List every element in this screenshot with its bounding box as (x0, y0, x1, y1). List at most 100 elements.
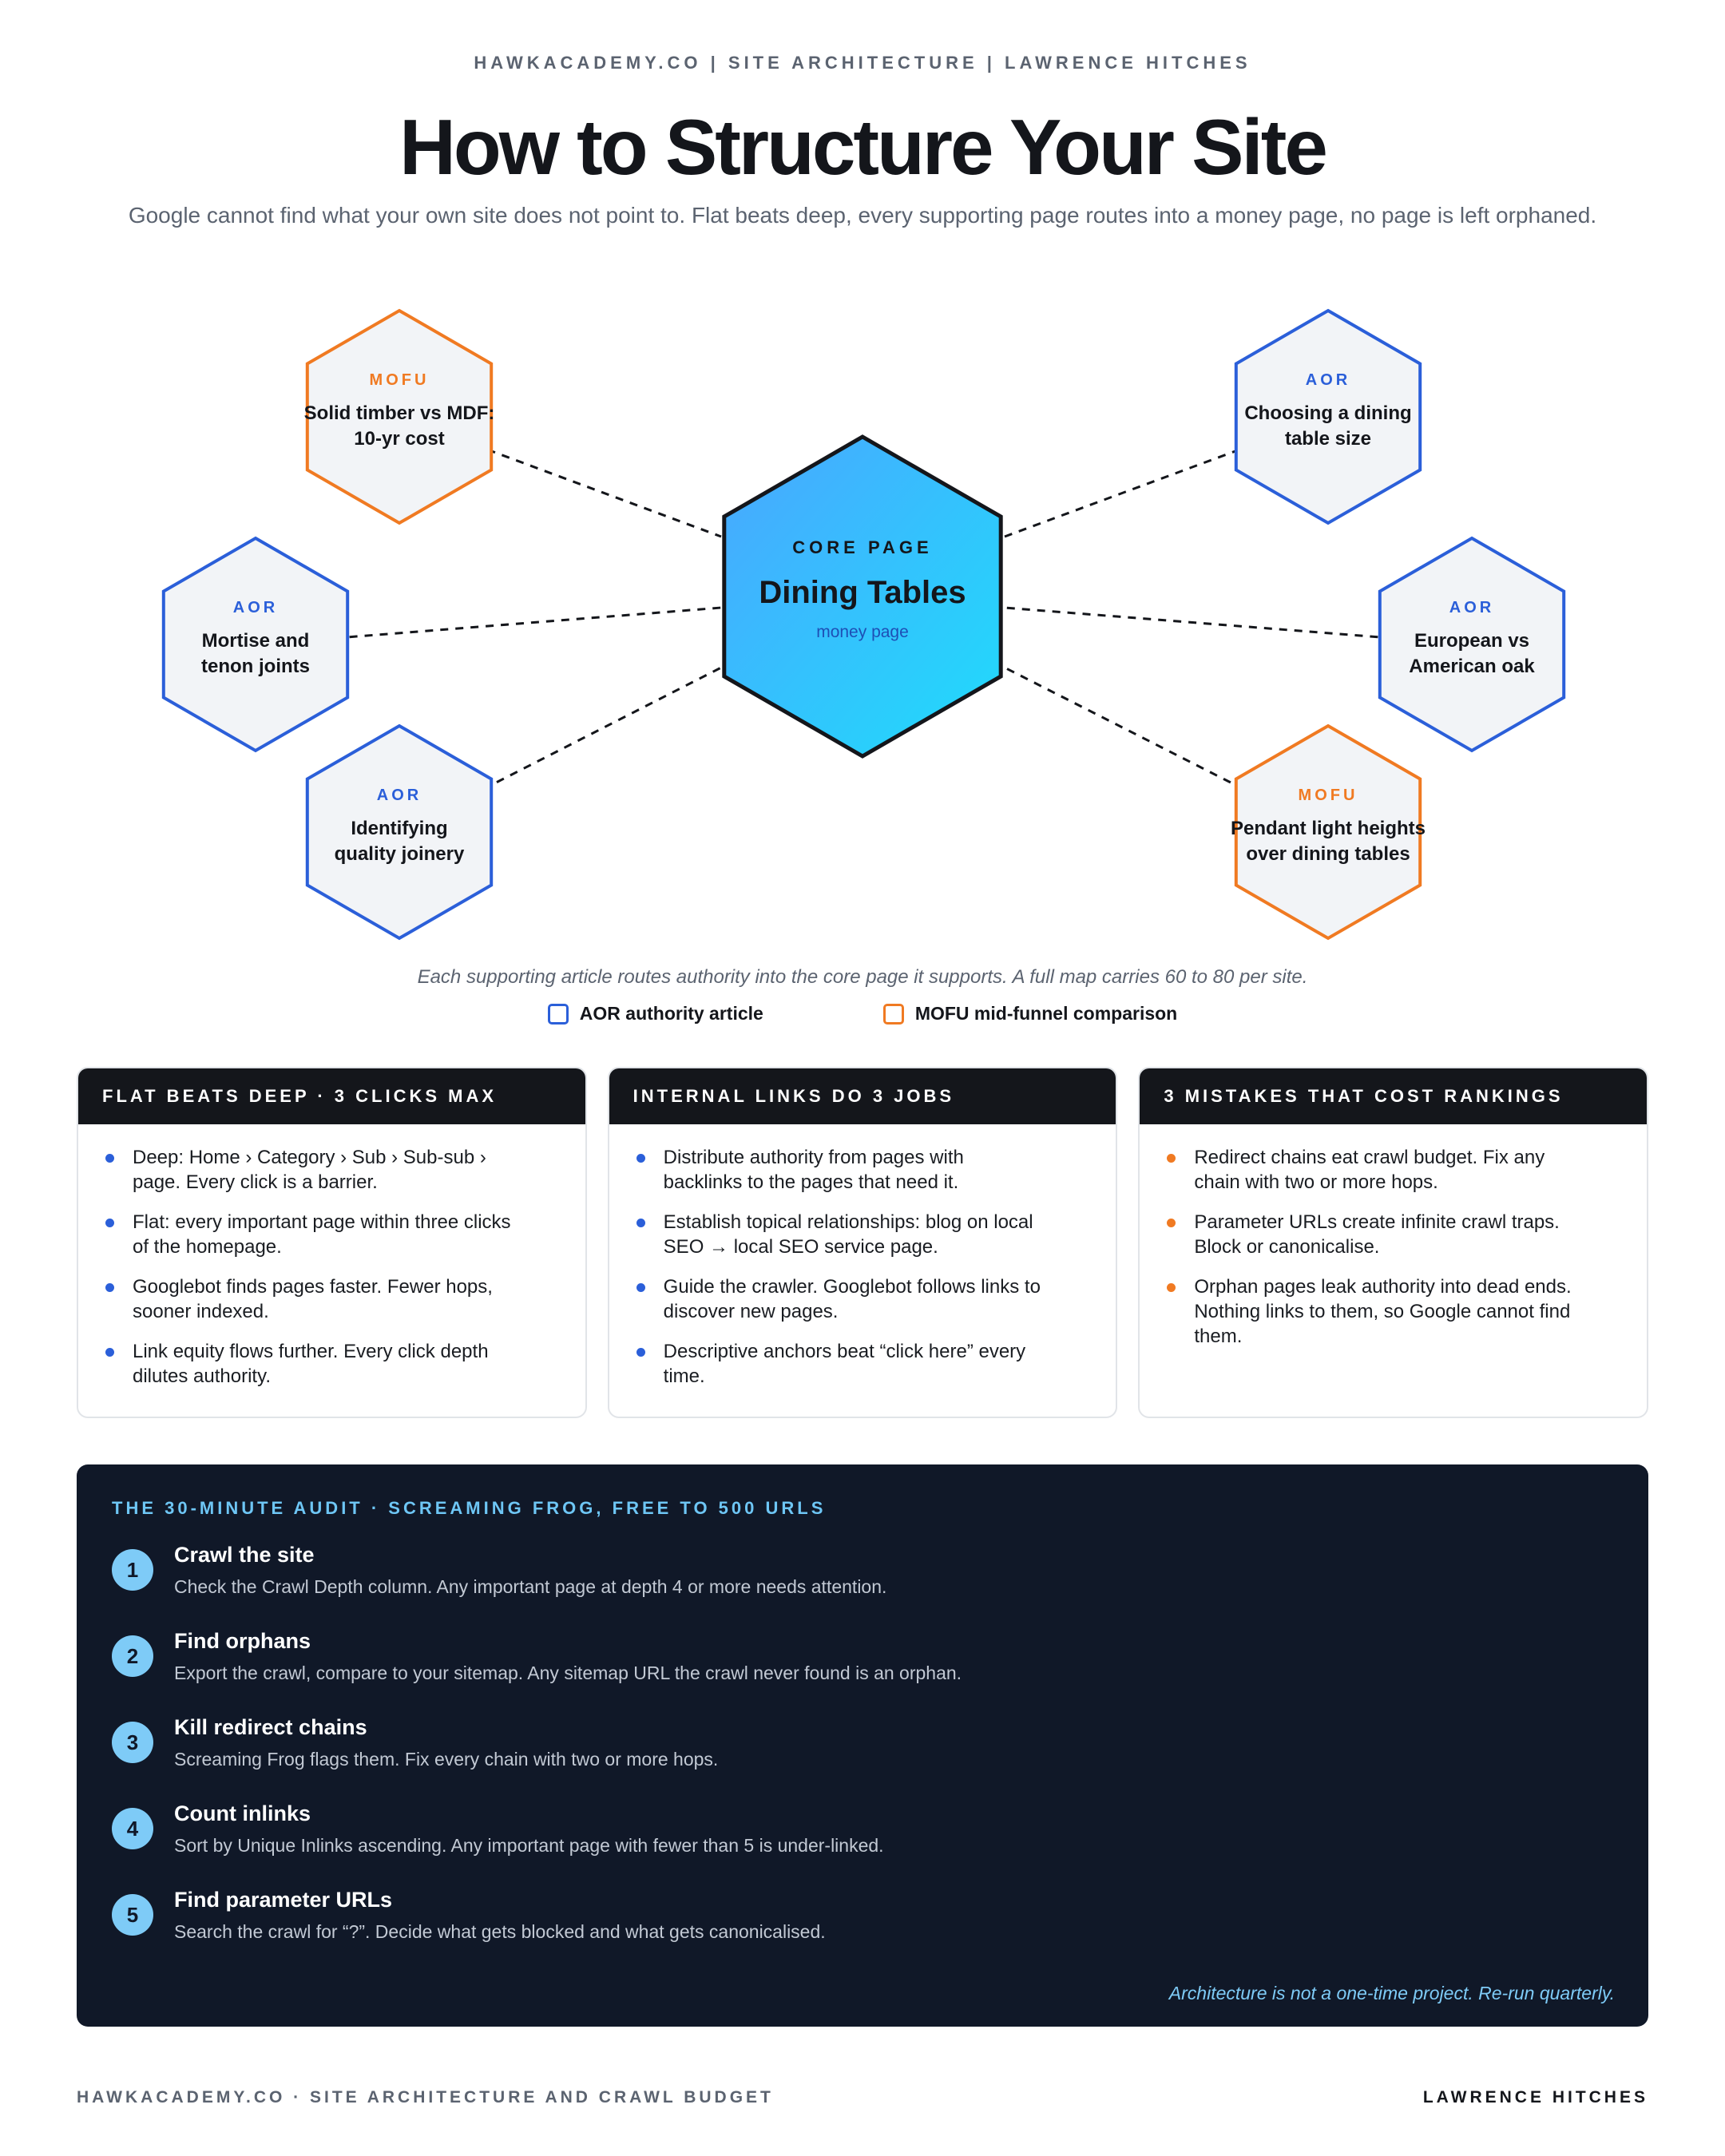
list-item: Establish topical relationships: blog on… (636, 1210, 1092, 1259)
core-node: CORE PAGE Dining Tables money page (722, 434, 1003, 759)
card-title: INTERNAL LINKS DO 3 JOBS (609, 1068, 1116, 1124)
node-label: European vs (1414, 630, 1529, 652)
node-label: Solid timber vs MDF: (304, 402, 495, 424)
node-tag: MOFU (1299, 787, 1358, 804)
card-list: Deep: Home › Category › Sub › Sub-sub › … (78, 1124, 585, 1389)
card-list: Distribute authority from pages with bac… (609, 1124, 1116, 1389)
list-item: Googlebot finds pages faster. Fewer hops… (105, 1274, 561, 1324)
diagram-caption: Each supporting article routes authority… (417, 966, 1308, 988)
page-subtitle: Google cannot find what your own site do… (128, 203, 1597, 228)
list-item: Guide the crawler. Googlebot follows lin… (636, 1274, 1092, 1324)
footer-author: LAWRENCE HITCHES (1422, 2088, 1648, 2106)
list-item: Distribute authority from pages with bac… (636, 1145, 1092, 1195)
legend-mofu: MOFU mid-funnel comparison (882, 1003, 1178, 1024)
legend-mofu-label: MOFU mid-funnel comparison (914, 1003, 1178, 1024)
spoke-node-aor: AOR Mortise and tenon joints (161, 536, 350, 753)
node-hexagon (1234, 723, 1422, 941)
node-tag: MOFU (370, 371, 430, 389)
card-list: Redirect chains eat crawl budget. Fix an… (1140, 1124, 1647, 1349)
node-label: over dining tables (1246, 843, 1410, 865)
step-title: Find parameter URLs (174, 1888, 393, 1912)
info-card: FLAT BEATS DEEP · 3 CLICKS MAX Deep: Home… (77, 1067, 587, 1418)
connector-lines (349, 448, 1378, 791)
node-tag: AOR (1449, 599, 1494, 616)
node-tag: AOR (1306, 371, 1350, 389)
step-title: Kill redirect chains (174, 1715, 367, 1739)
connector-line (1004, 666, 1245, 791)
list-item: Link equity flows further. Every click d… (105, 1339, 561, 1389)
step-description: Screaming Frog flags them. Fix every cha… (174, 1749, 719, 1770)
node-label: quality joinery (335, 843, 465, 865)
connector-line (482, 666, 722, 791)
top-byline: HAWKACADEMY.CO | SITE ARCHITECTURE | LAW… (474, 53, 1251, 73)
node-label: Choosing a dining (1244, 402, 1411, 424)
legend-aor: AOR authority article (547, 1003, 763, 1024)
list-item: Redirect chains eat crawl budget. Fix an… (1167, 1145, 1623, 1195)
node-hexagon (1234, 308, 1422, 525)
step-number: 1 (112, 1549, 153, 1591)
legend-mofu-swatch (882, 1003, 904, 1024)
audit-footnote: Architecture is not a one-time project. … (1168, 1983, 1615, 2003)
step-title: Crawl the site (174, 1543, 315, 1567)
core-title: Dining Tables (759, 575, 966, 610)
node-label: table size (1285, 428, 1371, 450)
node-label: tenon joints (201, 656, 310, 677)
node-hexagon (305, 308, 494, 525)
node-label: 10-yr cost (354, 428, 444, 450)
node-hexagon (1378, 536, 1566, 753)
step-number: 2 (112, 1635, 153, 1677)
connector-line (349, 606, 722, 639)
legend-aor-label: AOR authority article (579, 1003, 763, 1024)
node-hexagon (305, 723, 494, 941)
step-description: Check the Crawl Depth column. Any import… (174, 1576, 887, 1597)
list-item: Parameter URLs create infinite crawl tra… (1167, 1210, 1623, 1259)
info-cards: FLAT BEATS DEEP · 3 CLICKS MAX Deep: Home… (77, 1067, 1649, 1418)
connector-line (487, 448, 722, 538)
core-hexagon (722, 434, 1003, 759)
node-tag: AOR (233, 599, 278, 616)
spoke-node-mofu: MOFU Solid timber vs MDF: 10-yr cost (304, 308, 495, 525)
connector-line (1004, 606, 1378, 639)
step-description: Search the crawl for “?”. Decide what ge… (174, 1921, 826, 1942)
diagram-legend: AOR authority article MOFU mid-funnel co… (0, 1003, 1725, 1024)
step-description: Sort by Unique Inlinks ascending. Any im… (174, 1835, 884, 1856)
node-label: Pendant light heights (1231, 818, 1426, 839)
step-title: Count inlinks (174, 1801, 311, 1825)
card-title: FLAT BEATS DEEP · 3 CLICKS MAX (78, 1068, 585, 1124)
step-title: Find orphans (174, 1629, 311, 1653)
spoke-node-aor: AOR Choosing a dining table size (1234, 308, 1422, 525)
list-item: Descriptive anchors beat “click here” ev… (636, 1339, 1092, 1389)
audit-title: THE 30-MINUTE AUDIT · SCREAMING FROG, FR… (112, 1498, 827, 1518)
connector-line (1004, 448, 1240, 538)
spoke-node-aor: AOR Identifying quality joinery (305, 723, 494, 941)
legend-aor-swatch (547, 1003, 569, 1024)
spoke-node-aor: AOR European vs American oak (1378, 536, 1566, 753)
card-title: 3 MISTAKES THAT COST RANKINGS (1140, 1068, 1648, 1124)
info-card: INTERNAL LINKS DO 3 JOBS Distribute autho… (607, 1067, 1118, 1418)
node-label: Identifying (351, 818, 447, 839)
info-card: 3 MISTAKES THAT COST RANKINGS Redirect ch… (1138, 1067, 1649, 1418)
list-item: Deep: Home › Category › Sub › Sub-sub › … (105, 1145, 561, 1195)
step-number: 4 (112, 1808, 153, 1849)
audit-panel: THE 30-MINUTE AUDIT · SCREAMING FROG, FR… (77, 1464, 1648, 2027)
spoke-node-mofu: MOFU Pendant light heights over dining tab… (1231, 723, 1426, 941)
step-number: 5 (112, 1894, 153, 1936)
step-number: 3 (112, 1722, 153, 1763)
node-label: American oak (1409, 656, 1535, 677)
footer-site: HAWKACADEMY.CO · SITE ARCHITECTURE AND C… (77, 2088, 774, 2106)
node-tag: AOR (377, 787, 422, 804)
list-item: Orphan pages leak authority into dead en… (1167, 1274, 1623, 1349)
node-label: Mortise and (202, 630, 310, 652)
list-item: Flat: every important page within three … (105, 1210, 561, 1259)
core-tag: CORE PAGE (792, 537, 932, 557)
step-description: Export the crawl, compare to your sitema… (174, 1663, 962, 1683)
node-hexagon (161, 536, 350, 753)
